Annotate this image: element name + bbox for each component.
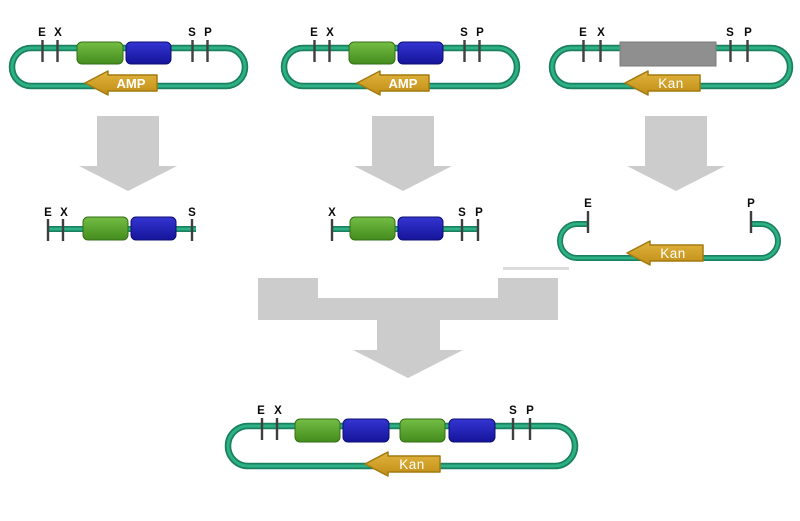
digest-down-arrow-icon-1	[79, 116, 177, 191]
amp-marker-arrow-icon	[84, 70, 158, 96]
kan-marker-label: Kan	[660, 246, 686, 261]
site-label-p: P	[476, 27, 484, 39]
site-label-p: P	[204, 27, 212, 39]
site-label-e: E	[579, 27, 587, 39]
site-label-p: P	[747, 198, 755, 210]
site-label-x: X	[328, 207, 336, 219]
kan-marker-arrow-icon	[624, 70, 701, 96]
product-plasmid: E X S P Kan	[224, 405, 579, 477]
gene-box-blue-2	[448, 418, 496, 443]
kan-marker-arrow-icon	[364, 451, 441, 477]
site-label-s: S	[458, 207, 466, 219]
digest-down-arrow-icon-2	[354, 116, 452, 191]
kan-marker-label: Kan	[658, 76, 684, 91]
site-label-e: E	[584, 198, 592, 210]
site-label-e: E	[44, 207, 52, 219]
site-label-x: X	[597, 27, 605, 39]
gene-box-blue-1	[342, 418, 390, 443]
amp-marker-label: AMP	[117, 76, 146, 91]
site-label-x: X	[326, 27, 334, 39]
gene-box-blue	[125, 41, 172, 65]
plasmid-kan: E X S P Kan	[548, 27, 794, 96]
ligation-merge-arrow-icon	[258, 278, 558, 378]
plasmid-amp-2: E X S P AMP	[280, 27, 521, 96]
kan-marker-arrow-icon	[626, 240, 704, 266]
site-label-x: X	[274, 405, 282, 417]
site-label-p: P	[744, 27, 752, 39]
gene-box-green-2	[399, 418, 446, 443]
gene-box-blue	[397, 41, 444, 65]
plasmid-amp-1: E X S P AMP	[8, 27, 249, 96]
site-label-e: E	[257, 405, 265, 417]
site-label-e: E	[38, 27, 46, 39]
site-label-s: S	[188, 27, 196, 39]
site-label-s: S	[460, 27, 468, 39]
fragment-left: E X S	[44, 207, 196, 241]
gene-box-green-1	[294, 418, 341, 443]
gene-box-green	[349, 216, 396, 241]
gene-box-blue	[130, 216, 177, 241]
gene-box-green	[348, 41, 396, 65]
site-label-x: X	[54, 27, 62, 39]
site-label-x: X	[60, 207, 68, 219]
insert-box-gray	[619, 41, 717, 67]
site-label-s: S	[188, 207, 196, 219]
artifact-line	[503, 267, 569, 270]
site-label-p: P	[526, 405, 534, 417]
site-label-s: S	[726, 27, 734, 39]
site-label-p: P	[475, 207, 483, 219]
digest-down-arrow-icon-3	[627, 116, 725, 191]
kan-marker-label: Kan	[399, 457, 425, 472]
amp-marker-arrow-icon	[356, 70, 430, 96]
site-label-e: E	[310, 27, 318, 39]
gene-box-green	[76, 41, 124, 65]
gene-box-blue	[397, 216, 444, 241]
site-label-s: S	[509, 405, 517, 417]
fragment-kan-vector: E P Kan	[556, 198, 782, 266]
fragment-middle: X S P	[328, 207, 483, 241]
gene-box-green	[82, 216, 129, 241]
amp-marker-label: AMP	[389, 76, 418, 91]
